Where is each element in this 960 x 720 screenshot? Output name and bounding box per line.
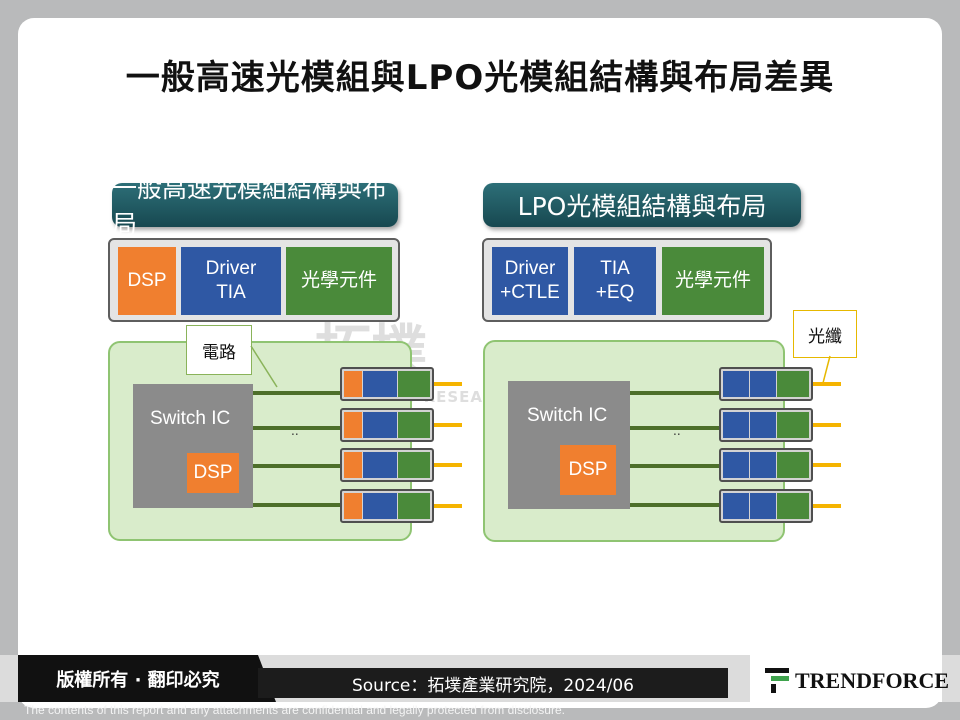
left-ellipsis: .. <box>291 424 299 438</box>
left-optics-block: 光學元件 <box>286 247 392 315</box>
right-module-4 <box>719 489 813 523</box>
left-trace-2 <box>253 426 343 430</box>
left-trace-1 <box>253 391 343 395</box>
right-switch-ic-label: Switch IC <box>527 405 608 426</box>
right-header: LPO光模組結構與布局 <box>483 183 801 227</box>
right-driver-ctle-block: Driver +CTLE <box>492 247 568 315</box>
right-trace-4 <box>630 503 722 507</box>
left-trace-3 <box>253 464 343 468</box>
source-label: Source：拓墣產業研究院，2024/06 <box>258 668 728 698</box>
left-module-3 <box>340 448 434 482</box>
right-trace-2 <box>630 426 722 430</box>
left-module-1 <box>340 367 434 401</box>
right-fiber-1 <box>813 382 841 386</box>
left-fiber-1 <box>434 382 462 386</box>
left-ic-dsp: DSP <box>187 453 239 493</box>
left-module-2 <box>340 408 434 442</box>
page-title: 一般高速光模組與LPO光模組結構與布局差異 <box>125 58 835 98</box>
left-module-4 <box>340 489 434 523</box>
left-driver-tia-block: Driver TIA <box>181 247 281 315</box>
right-trace-1 <box>630 391 722 395</box>
right-module-tray: Driver +CTLE TIA +EQ 光學元件 <box>482 238 772 322</box>
right-fiber-callout: 光纖 <box>793 310 857 358</box>
right-ellipsis: .. <box>673 424 681 438</box>
right-trace-3 <box>630 464 722 468</box>
left-callout-leader <box>250 345 278 388</box>
left-fiber-4 <box>434 504 462 508</box>
right-fiber-2 <box>813 423 841 427</box>
left-fiber-3 <box>434 463 462 467</box>
right-tia-eq-block: TIA +EQ <box>574 247 656 315</box>
disclaimer-text: The contents of this report and any atta… <box>24 703 565 717</box>
right-optics-block: 光學元件 <box>662 247 764 315</box>
left-dsp-block: DSP <box>118 247 176 315</box>
left-switch-ic-label: Switch IC <box>150 408 231 429</box>
right-module-1 <box>719 367 813 401</box>
right-fiber-4 <box>813 504 841 508</box>
right-fiber-3 <box>813 463 841 467</box>
trendforce-logo-text: TRENDFORCE <box>795 668 950 693</box>
right-ic-dsp: DSP <box>560 445 616 495</box>
left-trace-4 <box>253 503 343 507</box>
left-circuit-callout: 電路 <box>186 325 252 375</box>
trendforce-logo-icon <box>765 668 789 693</box>
left-module-tray: DSP Driver TIA 光學元件 <box>108 238 400 322</box>
left-header: 一般高速光模組結構與布局 <box>112 174 398 239</box>
left-fiber-2 <box>434 423 462 427</box>
copyright-label: 版權所有 · 翻印必究 <box>18 655 258 702</box>
right-callout-leader <box>822 355 831 384</box>
right-module-2 <box>719 408 813 442</box>
right-module-3 <box>719 448 813 482</box>
